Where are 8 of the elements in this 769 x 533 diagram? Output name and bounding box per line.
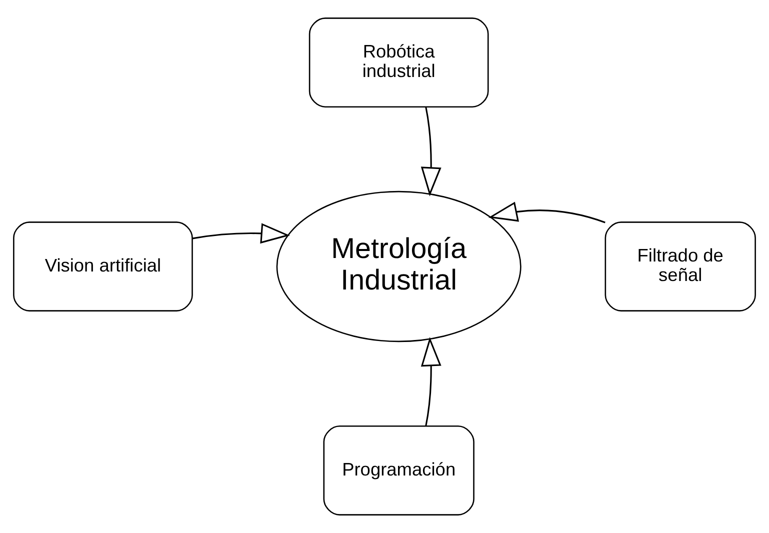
arrow <box>420 337 442 426</box>
node-box: Vision artificial <box>13 222 193 312</box>
arrow <box>420 106 442 196</box>
node-box: Robótica industrial <box>308 18 489 108</box>
node-box: Filtrado de señal <box>604 222 756 312</box>
arrow <box>192 223 290 244</box>
arrow <box>488 202 606 224</box>
node-box: Programación <box>323 426 474 516</box>
